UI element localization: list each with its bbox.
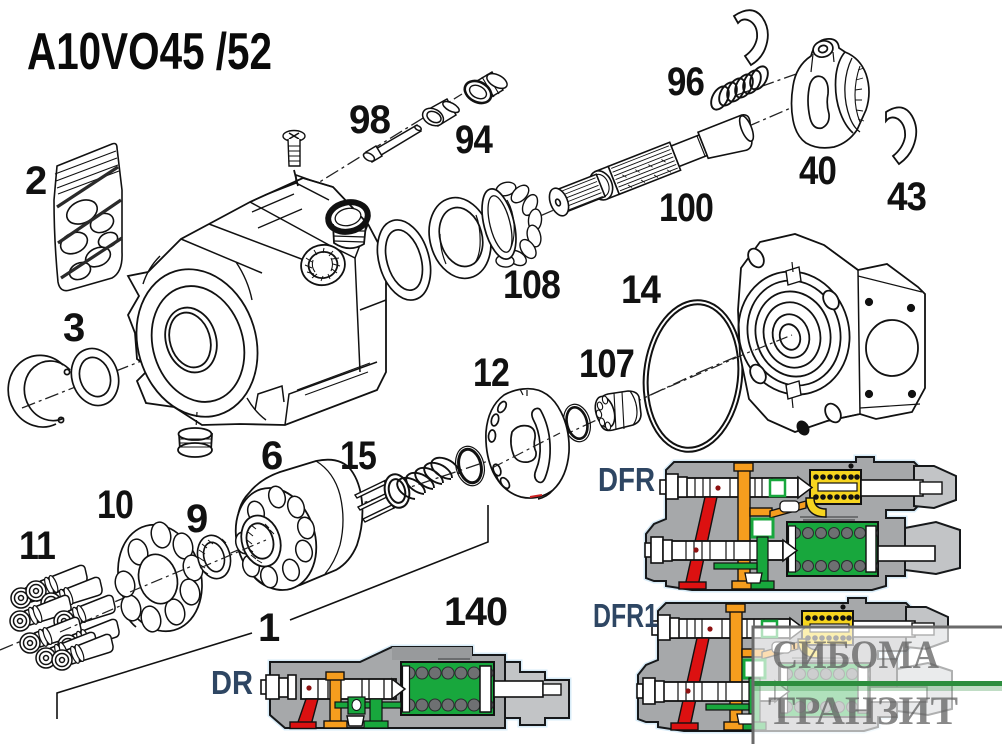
svg-text:40: 40 <box>799 149 836 193</box>
svg-text:12: 12 <box>473 351 509 395</box>
svg-text:2: 2 <box>25 159 46 203</box>
svg-text:15: 15 <box>340 434 377 478</box>
svg-text:108: 108 <box>503 263 561 307</box>
svg-text:6: 6 <box>261 434 282 478</box>
svg-text:10: 10 <box>97 483 133 527</box>
svg-text:DFR: DFR <box>598 461 655 498</box>
svg-text:9: 9 <box>186 497 207 541</box>
svg-text:ТРАНЗИТ: ТРАНЗИТ <box>768 688 958 733</box>
svg-text:СИБОМА: СИБОМА <box>772 632 939 677</box>
svg-text:96: 96 <box>667 60 704 104</box>
svg-text:98: 98 <box>349 98 391 142</box>
svg-text:1: 1 <box>258 606 280 650</box>
svg-text:100: 100 <box>659 186 713 230</box>
svg-text:DR: DR <box>211 664 253 701</box>
svg-text:43: 43 <box>887 175 926 219</box>
svg-text:107: 107 <box>579 342 634 386</box>
svg-text:94: 94 <box>455 118 494 162</box>
svg-text:A10VO45 /52: A10VO45 /52 <box>27 23 272 81</box>
svg-text:14: 14 <box>621 268 662 312</box>
svg-text:DFR1: DFR1 <box>593 597 658 634</box>
svg-text:11: 11 <box>19 524 56 568</box>
svg-text:140: 140 <box>444 590 507 634</box>
svg-text:3: 3 <box>63 306 84 350</box>
